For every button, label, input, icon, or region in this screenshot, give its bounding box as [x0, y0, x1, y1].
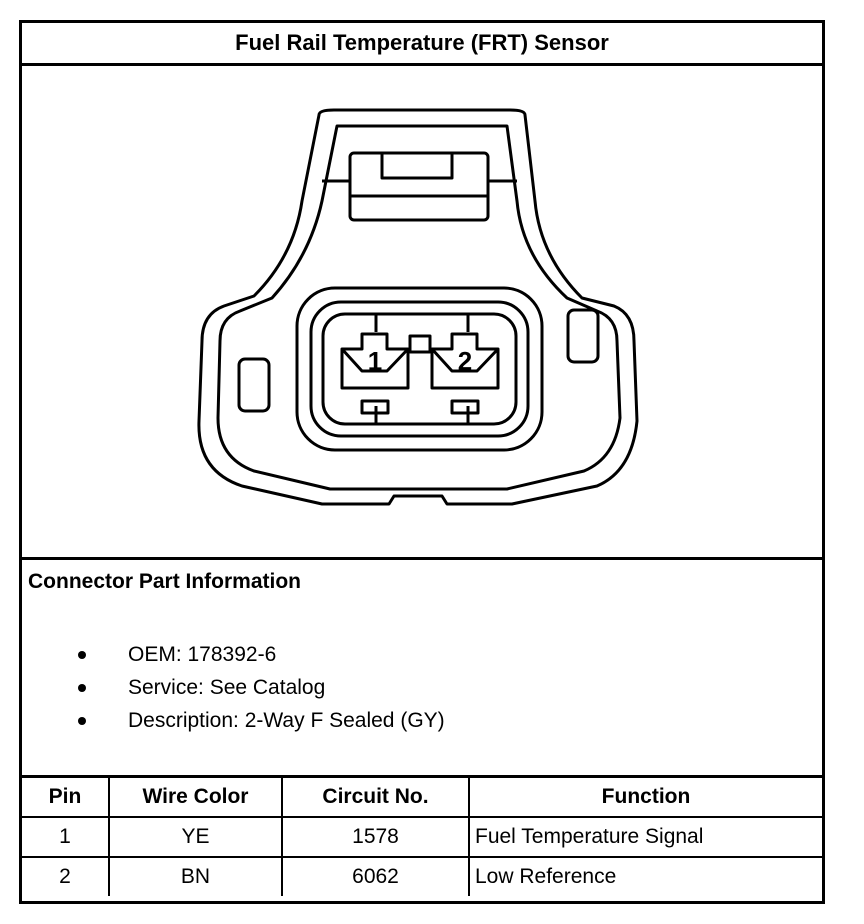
- cavity-outer: [295, 286, 544, 452]
- pin-1-label: 1: [368, 346, 382, 376]
- info-text: OEM: 178392-6: [128, 643, 277, 666]
- pin-divider: [408, 334, 432, 354]
- table-row: 2 BN 6062 Low Reference: [22, 856, 822, 896]
- connector-face-drawing: 1 2: [197, 108, 639, 506]
- info-text: Service: See Catalog: [128, 676, 326, 699]
- pin-1-terminal: [340, 332, 410, 390]
- cavity-inner: [321, 312, 518, 426]
- bullet-icon: [78, 717, 86, 725]
- connector-part-information: Connector Part Information OEM: 178392-6…: [22, 560, 822, 778]
- bullet-icon: [78, 651, 86, 659]
- pinout-table: Pin Wire Color Circuit No. Function 1 YE…: [22, 778, 822, 896]
- latch-tab: [380, 153, 454, 180]
- info-item-oem: OEM: 178392-6: [78, 638, 445, 671]
- cell-circuit-no: 6062: [281, 856, 470, 896]
- column-header-circuit-no: Circuit No.: [281, 778, 470, 818]
- info-list: OEM: 178392-6 Service: See Catalog Descr…: [78, 638, 445, 737]
- info-item-service: Service: See Catalog: [78, 671, 445, 704]
- cell-wire-color: YE: [108, 816, 283, 858]
- bullet-icon: [78, 684, 86, 692]
- info-heading: Connector Part Information: [28, 570, 302, 593]
- cell-function: Low Reference: [468, 856, 822, 896]
- column-header-pin: Pin: [22, 778, 110, 818]
- column-header-function: Function: [468, 778, 822, 818]
- table-row: 1 YE 1578 Fuel Temperature Signal: [22, 816, 822, 858]
- connector-sheet: Fuel Rail Temperature (FRT) Sensor: [19, 20, 825, 904]
- table-header-row: Pin Wire Color Circuit No. Function: [22, 778, 822, 818]
- cell-pin: 1: [22, 816, 110, 858]
- connector-diagram: 1 2: [22, 66, 822, 560]
- side-tab-left: [237, 357, 271, 413]
- pin-2-label: 2: [458, 346, 472, 376]
- cell-circuit-no: 1578: [281, 816, 470, 858]
- pin-2-terminal: [430, 332, 500, 390]
- cell-function: Fuel Temperature Signal: [468, 816, 822, 858]
- column-header-wire-color: Wire Color: [108, 778, 283, 818]
- page-title: Fuel Rail Temperature (FRT) Sensor: [22, 23, 822, 66]
- info-text: Description: 2-Way F Sealed (GY): [128, 709, 445, 732]
- side-tab-right: [566, 308, 600, 364]
- latch-outer: [348, 151, 490, 222]
- cell-wire-color: BN: [108, 856, 283, 896]
- housing-inner-outline: [216, 124, 622, 491]
- cavity-mid: [309, 300, 530, 438]
- cell-pin: 2: [22, 856, 110, 896]
- info-item-description: Description: 2-Way F Sealed (GY): [78, 704, 445, 737]
- housing-outline: [197, 108, 639, 506]
